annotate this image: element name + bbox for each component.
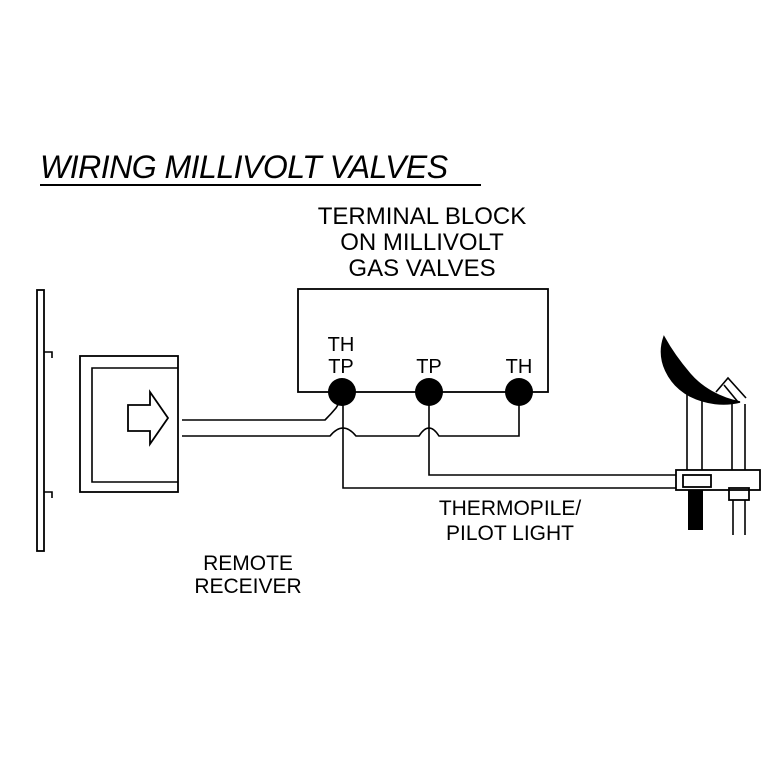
remote-receiver-unit — [79, 355, 179, 493]
pilot-hood — [715, 376, 747, 399]
remote-receiver-label-line-2: RECEIVER — [194, 575, 301, 598]
terminal-th-dot — [505, 378, 533, 406]
terminal-block-label-line-3: GAS VALVES — [348, 255, 495, 282]
terminal-block-label-line-2: ON MILLIVOLT — [340, 229, 504, 256]
wall-plate — [36, 289, 53, 552]
diagram-title: WIRING MILLIVOLT VALVES — [40, 149, 448, 185]
remote-receiver-label-line-1: REMOTE — [203, 552, 293, 575]
thermopile-body — [688, 490, 703, 530]
thermopile-label-line-1: THERMOPILE/ — [439, 497, 582, 520]
wire-receiver-to-th — [182, 400, 520, 437]
terminal-block-label-line-1: TERMINAL BLOCK — [318, 203, 527, 230]
wire-tp-to-thermopile-1 — [342, 400, 676, 489]
pilot-assembly — [660, 335, 761, 535]
arrow-right-icon — [127, 389, 170, 447]
terminal-tp-dot — [415, 378, 443, 406]
terminal-block-label: TERMINAL BLOCK ON MILLIVOLT GAS VALVES — [318, 203, 527, 282]
terminal-th-tp-dot — [328, 378, 356, 406]
thermopile-label-line-2: PILOT LIGHT — [446, 522, 574, 545]
terminal-1-label-tp: TP — [328, 356, 354, 378]
terminal-1-label-th: TH — [328, 334, 355, 356]
pilot-flame-icon — [660, 335, 741, 405]
terminal-3-label-th: TH — [506, 356, 533, 378]
wire-receiver-to-th-tp — [182, 397, 343, 421]
wiring — [182, 397, 676, 489]
wire-tp-to-thermopile-2 — [428, 400, 676, 476]
terminal-2-label-tp: TP — [416, 356, 442, 378]
